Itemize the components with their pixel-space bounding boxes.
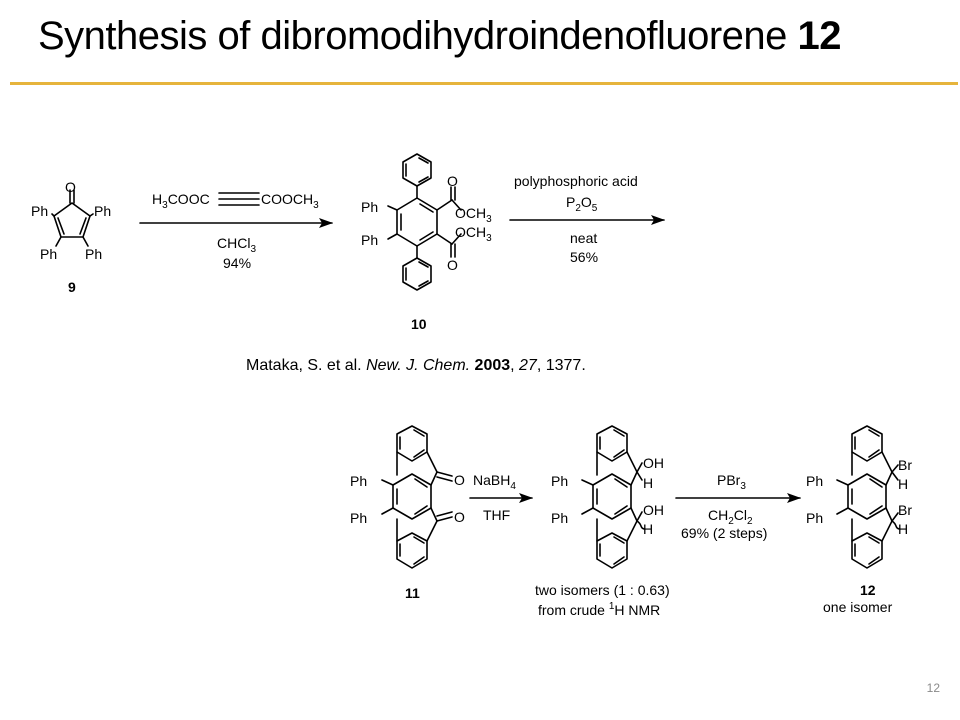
one-isomer-note: one isomer — [823, 599, 893, 615]
label-9-oxygen: O — [65, 179, 76, 195]
step2-reagent2: P2O5 — [566, 194, 598, 214]
isomers-note-line2: from crude 1H NMR — [538, 601, 660, 618]
label-diol-h-2: H — [643, 521, 653, 537]
step2-reagent: polyphosphoric acid — [514, 173, 638, 189]
label-diol-oh-1: OH — [643, 455, 664, 471]
label-9-ph-1: Ph — [31, 203, 48, 219]
isomers-note-line1: two isomers (1 : 0.63) — [535, 582, 670, 598]
label-10-oxygen-2: O — [447, 257, 458, 273]
label-12-br-2: Br — [898, 502, 912, 518]
label-10-och3-2: OCH3 — [455, 224, 492, 244]
compound-12-structure — [836, 425, 901, 569]
compound-10-structure — [387, 153, 462, 291]
step1-yield: 94% — [223, 255, 251, 271]
compound-11-structure — [381, 425, 453, 569]
label-9-ph-4: Ph — [85, 246, 102, 262]
label-12-br-1: Br — [898, 457, 912, 473]
compound-9-structure — [51, 189, 94, 247]
label-10-ph-2: Ph — [361, 232, 378, 248]
label-diol-oh-2: OH — [643, 502, 664, 518]
label-diol-ph-2: Ph — [551, 510, 568, 526]
compound-11-number: 11 — [405, 585, 420, 601]
step2-condition: neat — [570, 230, 597, 246]
label-12-ph-2: Ph — [806, 510, 823, 526]
label-diol-ph-1: Ph — [551, 473, 568, 489]
label-diol-h-1: H — [643, 475, 653, 491]
label-11-ph-2: Ph — [350, 510, 367, 526]
step1-reagent-b: COOCH3 — [261, 191, 319, 211]
label-11-oxygen-2: O — [454, 509, 465, 525]
label-12-ph-1: Ph — [806, 473, 823, 489]
page-title: Synthesis of dibromodihydroindenofluoren… — [38, 14, 841, 58]
step3-reagent: NaBH4 — [473, 472, 516, 492]
page-number: 12 — [926, 681, 940, 695]
label-9-ph-2: Ph — [94, 203, 111, 219]
step3-solvent: THF — [483, 507, 510, 523]
compound-9-number: 9 — [68, 279, 76, 295]
step1-solvent: CHCl3 — [217, 235, 256, 255]
literature-reference: Mataka, S. et al. New. J. Chem. 2003, 27… — [246, 357, 586, 374]
label-10-oxygen-1: O — [447, 173, 458, 189]
label-10-och3-1: OCH3 — [455, 205, 492, 225]
label-11-oxygen-1: O — [454, 472, 465, 488]
step1-reagent-a: H3COOC — [152, 191, 210, 211]
label-12-h-1: H — [898, 476, 908, 492]
label-12-h-2: H — [898, 521, 908, 537]
label-9-ph-3: Ph — [40, 246, 57, 262]
label-10-ph-1: Ph — [361, 199, 378, 215]
compound-12-number: 12 — [860, 582, 876, 598]
step2-yield: 56% — [570, 249, 598, 265]
title-underline — [10, 82, 958, 85]
step4-reagent: PBr3 — [717, 472, 746, 492]
step4-solvent: CH2Cl2 — [708, 507, 753, 527]
label-11-ph-1: Ph — [350, 473, 367, 489]
step4-yield: 69% (2 steps) — [681, 525, 767, 541]
compound-10-number: 10 — [411, 316, 427, 332]
diol-structure — [581, 425, 646, 569]
